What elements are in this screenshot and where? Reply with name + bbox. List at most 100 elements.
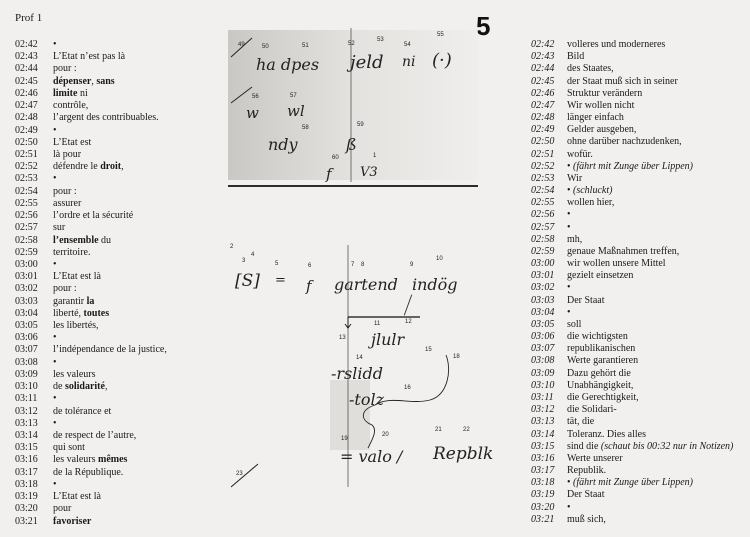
note-number: 13 [339, 335, 346, 341]
text-segment: republikanischen [567, 343, 636, 355]
handwritten-word: -tolz [349, 390, 385, 409]
transcript-line: 03:18• [15, 479, 167, 491]
text-segment: wofür. [567, 148, 593, 160]
text-segment: l’argent des contribuables. [53, 112, 159, 124]
line-text: • [567, 222, 571, 234]
note-number: 11 [374, 321, 381, 327]
notes-top-panel: 49 50 51 52 53 54 55 56 57 58 59 60 1 ha… [228, 28, 478, 187]
timestamp: 03:08 [15, 356, 38, 368]
timestamp: 03:09 [531, 367, 555, 379]
line-text: Toleranz. Dies alles [567, 429, 646, 441]
timestamp: 02:48 [15, 112, 38, 124]
timestamp: 02:46 [531, 87, 555, 99]
timestamp: 02:54 [531, 185, 555, 197]
timestamp: 02:58 [531, 233, 555, 245]
timestamp: 03:03 [15, 295, 38, 307]
text-segment: l’indépendance de la justice, [53, 344, 167, 356]
note-number: 14 [356, 355, 363, 361]
timestamp: 03:06 [15, 332, 38, 344]
emphasized-text: limite [53, 87, 78, 99]
note-number: 16 [404, 385, 411, 391]
stage-direction: (fährt mit Zunge über Lippen) [573, 477, 694, 489]
timestamp: 03:00 [531, 258, 555, 270]
transcript-line: 03:04 • [531, 307, 733, 319]
text-segment: du [98, 234, 112, 246]
text-segment: Der Staat [567, 489, 605, 501]
line-text: pour [53, 503, 71, 515]
note-number: 2 [230, 244, 234, 250]
handwritten-word: f [325, 165, 334, 183]
text-segment: der Staat muß sich in seiner [567, 75, 678, 87]
transcript-line: 03:11• [15, 393, 167, 405]
line-text: die Gerechtigkeit, [567, 392, 639, 404]
line-text: Dazu gehört die [567, 368, 631, 380]
note-number: 59 [357, 122, 364, 128]
timestamp: 03:01 [15, 271, 38, 283]
transcript-line: 02:54• (schluckt) [531, 185, 733, 197]
note-number: 5 [275, 261, 279, 267]
timestamp: 03:19 [15, 491, 38, 503]
handwritten-word: gartend [334, 275, 398, 294]
line-text: Bild [567, 51, 584, 63]
timestamp: 03:04 [531, 306, 555, 318]
line-text: wollen hier, [567, 197, 614, 209]
transcript-line: 03:00 wir wollen unsere Mittel [531, 258, 733, 270]
handwritten-word: Repblk [432, 444, 493, 464]
line-text: qui sont [53, 442, 85, 454]
timestamp: 02:52 [531, 160, 555, 172]
line-text: Der Staat [567, 295, 605, 307]
transcript-line: 02:57• [531, 222, 733, 234]
line-text: L’Etat est là [53, 491, 101, 503]
line-text: • (fährt mit Zunge über Lippen) [567, 477, 693, 489]
line-text: Der Staat [567, 489, 605, 501]
timestamp: 03:05 [531, 318, 555, 330]
text-segment: ohne darüber nachzudenken, [567, 136, 682, 148]
handwritten-word: = [275, 273, 286, 288]
line-text: les valeurs [53, 369, 96, 381]
line-text: pour : [53, 283, 77, 295]
timestamp: 03:14 [15, 430, 38, 441]
timestamp: 03:17 [531, 465, 555, 477]
text-segment: wir wollen unsere Mittel [567, 258, 666, 270]
timestamp: 02:45 [531, 75, 555, 87]
text-segment: , [104, 381, 108, 393]
text-segment: contrôle, [53, 100, 89, 112]
note-number: 8 [361, 262, 365, 268]
line-text: pour : [53, 186, 77, 198]
handwritten-word: ni [402, 54, 416, 70]
text-segment: muß sich, [567, 513, 606, 525]
timestamp: 02:45 [15, 75, 38, 87]
arrow-down-icon [344, 317, 352, 329]
timestamp: 03:05 [15, 320, 38, 332]
line-text: L’Etat n’est pas là [53, 51, 125, 63]
text-segment: Toleranz. Dies alles [567, 428, 646, 440]
transcript-line: 02:49• [15, 125, 167, 137]
line-text: volleres und moderneres [567, 39, 665, 51]
timestamp: 03:00 [15, 258, 38, 270]
text-segment: • [567, 185, 574, 197]
line-text: territoire. [53, 247, 90, 259]
text-segment: sind die [567, 440, 601, 452]
text-segment: die wichtigsten [567, 331, 628, 343]
timestamp: 02:58 [15, 234, 38, 246]
text-segment: Werte unserer [567, 452, 623, 464]
text-segment: • [53, 332, 57, 344]
text-segment: • [567, 306, 571, 318]
text-segment: des Staates, [567, 63, 614, 75]
line-text: • [53, 125, 57, 137]
text-segment: Wir wollen nicht [567, 99, 635, 111]
timestamp: 03:11 [531, 391, 554, 403]
timestamp: 02:50 [15, 136, 38, 148]
transcript-line: 03:02• [531, 282, 733, 294]
